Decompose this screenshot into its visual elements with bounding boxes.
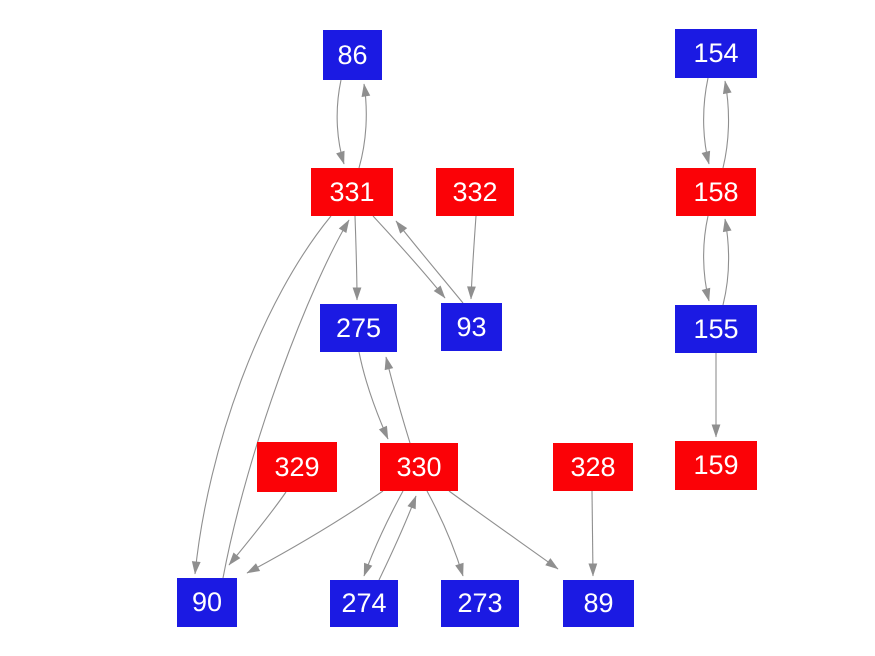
edge-158-154 bbox=[722, 80, 732, 169]
edge-93-331 bbox=[395, 220, 464, 304]
graph-node-93: 93 bbox=[441, 303, 502, 351]
graph-node-label: 158 bbox=[693, 176, 739, 207]
edge-330-273 bbox=[426, 490, 464, 577]
graph-edges bbox=[191, 77, 732, 581]
edge-330-89 bbox=[448, 490, 559, 570]
graph-node-label: 328 bbox=[570, 451, 616, 482]
graph-node-158: 158 bbox=[676, 168, 756, 216]
graph-node-label: 331 bbox=[329, 176, 375, 207]
graph-node-label: 332 bbox=[452, 176, 498, 207]
graph-node-label: 93 bbox=[456, 311, 487, 342]
graph-node-330: 330 bbox=[380, 443, 458, 491]
graph-node-155: 155 bbox=[675, 305, 757, 353]
edge-330-275 bbox=[384, 356, 411, 444]
graph-node-275: 275 bbox=[320, 304, 397, 352]
edge-331-93 bbox=[372, 215, 446, 299]
graph-node-274: 274 bbox=[330, 580, 398, 627]
graph-node-label: 330 bbox=[396, 451, 442, 482]
edge-155-158 bbox=[722, 218, 732, 306]
edge-158-155 bbox=[701, 215, 711, 302]
edge-330-274 bbox=[363, 490, 404, 577]
edge-331-275 bbox=[352, 215, 362, 301]
edge-154-158 bbox=[701, 77, 711, 165]
edge-331-86 bbox=[358, 83, 371, 169]
edge-330-90 bbox=[246, 490, 384, 574]
edge-274-330 bbox=[378, 495, 417, 581]
graph-node-label: 273 bbox=[457, 588, 503, 618]
graph-node-90: 90 bbox=[177, 578, 237, 627]
graph-node-label: 329 bbox=[274, 451, 320, 482]
graph-node-label: 274 bbox=[341, 588, 387, 618]
graph-node-label: 90 bbox=[191, 587, 223, 617]
graph-node-159: 159 bbox=[675, 441, 757, 490]
edge-329-90 bbox=[228, 491, 287, 566]
graph-node-86: 86 bbox=[323, 30, 382, 80]
graph-node-label: 86 bbox=[337, 39, 368, 70]
graph-node-label: 89 bbox=[583, 588, 614, 618]
graph-node-label: 155 bbox=[693, 313, 739, 344]
graph-node-label: 154 bbox=[693, 38, 739, 68]
edge-275-330 bbox=[358, 351, 389, 440]
graph-node-328: 328 bbox=[553, 443, 633, 491]
edge-328-89 bbox=[588, 490, 598, 577]
graph-node-label: 159 bbox=[693, 450, 739, 480]
graph-node-154: 154 bbox=[675, 29, 757, 78]
edge-332-93 bbox=[467, 215, 477, 300]
edge-90-331 bbox=[222, 219, 350, 579]
graph-node-329: 329 bbox=[257, 442, 337, 492]
graph-node-331: 331 bbox=[311, 168, 393, 216]
edge-86-331 bbox=[336, 79, 345, 165]
graph-node-273: 273 bbox=[441, 580, 519, 627]
edge-331-90 bbox=[191, 215, 332, 575]
graph-node-89: 89 bbox=[563, 580, 634, 627]
graph-node-label: 275 bbox=[335, 312, 382, 343]
graph-node-332: 332 bbox=[436, 168, 514, 216]
